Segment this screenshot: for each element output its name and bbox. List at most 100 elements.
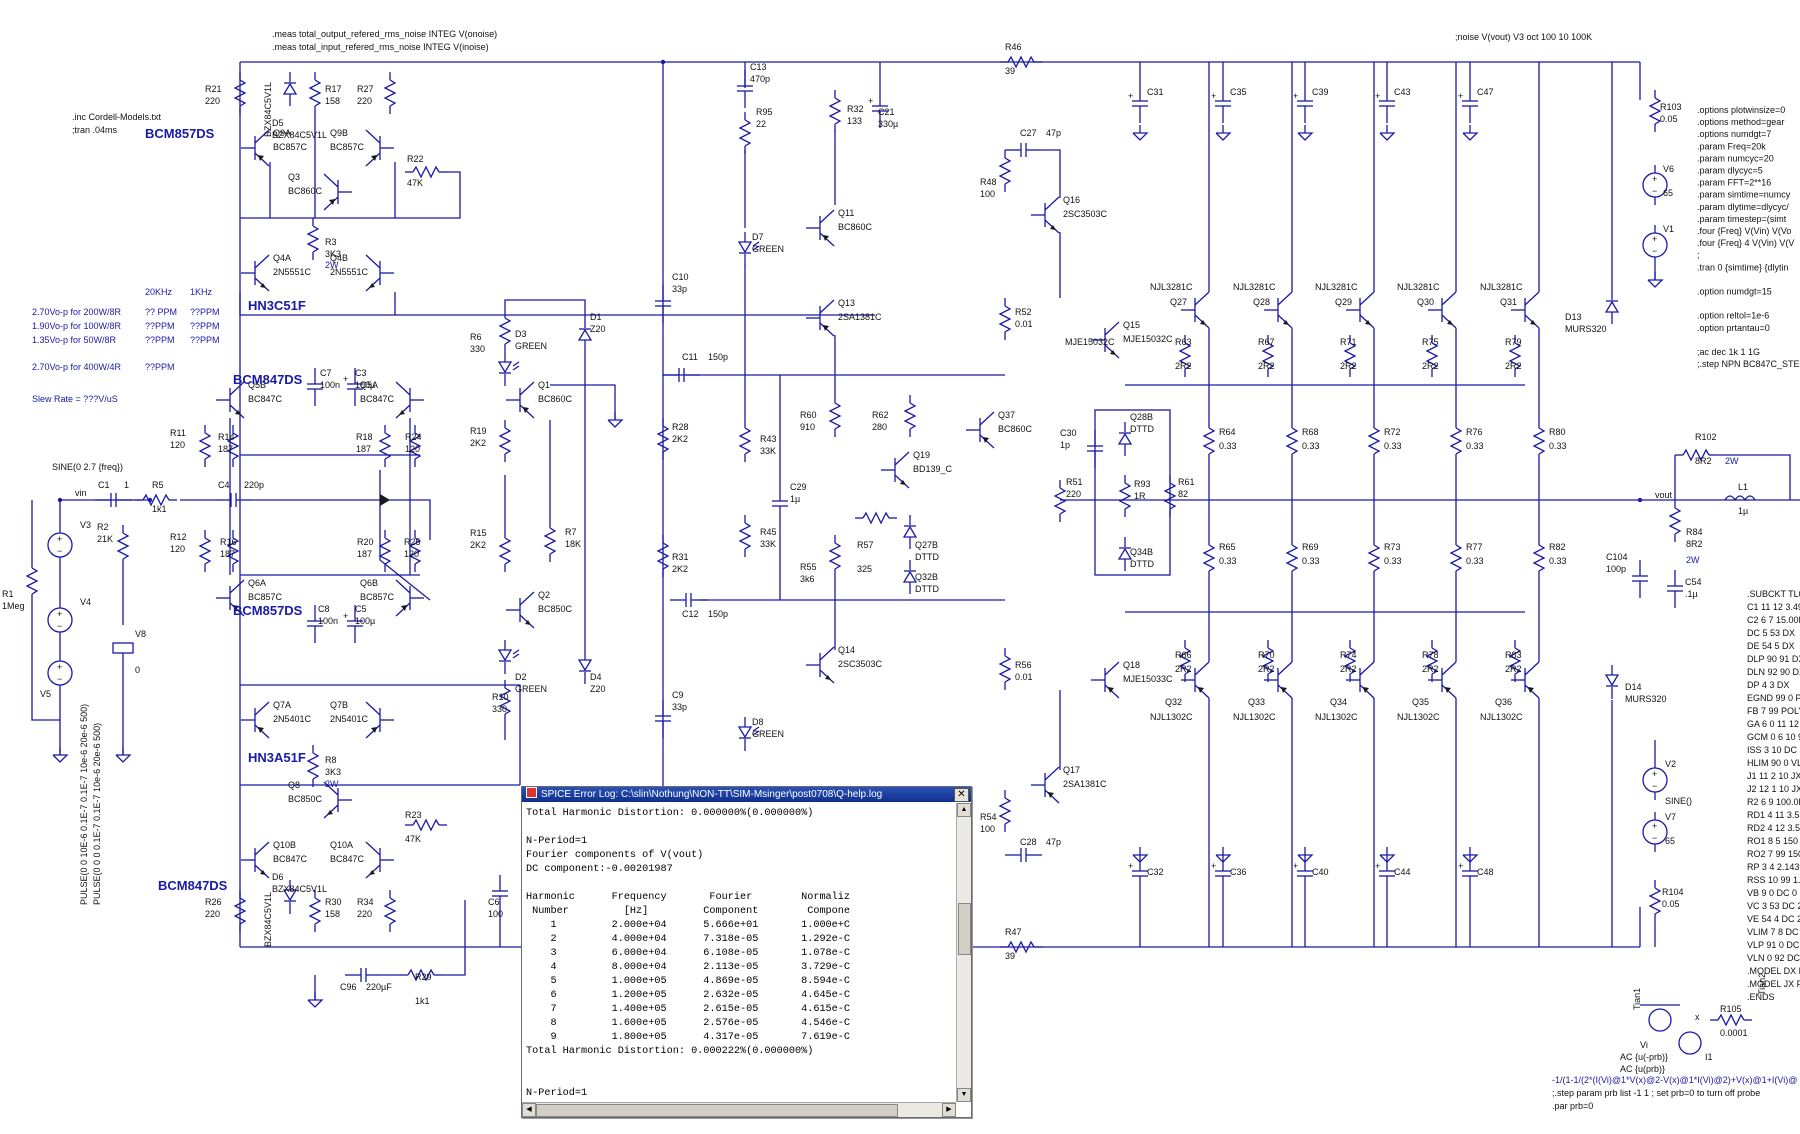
transistor[interactable] <box>1194 291 1210 306</box>
scroll-right-arrow-icon[interactable]: ▶ <box>942 1103 956 1117</box>
resistor[interactable] <box>498 427 512 455</box>
inductor-l1[interactable] <box>1724 495 1756 502</box>
transistor[interactable] <box>323 196 339 211</box>
transistor[interactable] <box>1441 661 1457 676</box>
resistor[interactable] <box>226 432 240 460</box>
voltage-source[interactable] <box>1642 232 1668 258</box>
resistor[interactable] <box>1425 647 1439 675</box>
probe-source-i1[interactable] <box>1678 1031 1702 1055</box>
transistor[interactable] <box>365 724 381 739</box>
transistor[interactable] <box>1044 789 1060 804</box>
battery-v8[interactable] <box>112 642 134 654</box>
voltage-source[interactable] <box>47 607 73 633</box>
resistor[interactable] <box>903 402 917 430</box>
transistor[interactable] <box>254 129 270 144</box>
transistor[interactable] <box>1194 661 1210 676</box>
transistor[interactable] <box>395 381 411 396</box>
resistor[interactable] <box>543 527 557 555</box>
resistor[interactable] <box>378 537 392 565</box>
diode[interactable] <box>497 361 513 374</box>
horizontal-scroll-thumb[interactable] <box>536 1104 898 1117</box>
diode[interactable] <box>1604 300 1620 313</box>
resistor[interactable] <box>226 537 240 565</box>
resistor[interactable] <box>1425 342 1439 370</box>
resistor[interactable] <box>1668 507 1682 535</box>
transistor[interactable] <box>1044 196 1060 211</box>
resistor[interactable] <box>408 537 422 565</box>
transistor[interactable] <box>1277 661 1293 676</box>
transistor[interactable] <box>1524 684 1540 699</box>
voltage-source[interactable] <box>47 660 73 686</box>
resistor[interactable] <box>998 305 1012 333</box>
transistor[interactable] <box>229 602 245 617</box>
diode[interactable] <box>282 82 298 95</box>
transistor[interactable] <box>894 451 910 466</box>
transistor[interactable] <box>254 701 270 716</box>
voltage-source[interactable] <box>47 532 73 558</box>
resistor[interactable] <box>378 432 392 460</box>
resistor[interactable] <box>1508 342 1522 370</box>
resistor[interactable] <box>1202 544 1216 572</box>
log-title-bar[interactable]: SPICE Error Log: C:\slin\Nothung\NON-TT\… <box>522 787 971 802</box>
transistor[interactable] <box>365 129 381 144</box>
vertical-scroll-thumb[interactable] <box>958 903 971 955</box>
resistor[interactable] <box>412 818 440 832</box>
resistor[interactable] <box>306 225 320 253</box>
resistor[interactable] <box>1648 97 1662 125</box>
transistor[interactable] <box>1524 291 1540 306</box>
resistor[interactable] <box>383 897 397 925</box>
diode[interactable] <box>1117 432 1133 445</box>
resistor[interactable] <box>656 542 670 570</box>
transistor[interactable] <box>1104 321 1120 336</box>
transistor[interactable] <box>365 254 381 269</box>
resistor[interactable] <box>1532 544 1546 572</box>
resistor[interactable] <box>1285 544 1299 572</box>
resistor[interactable] <box>1648 887 1662 915</box>
resistor[interactable] <box>998 655 1012 683</box>
transistor[interactable] <box>395 602 411 617</box>
resistor[interactable] <box>1717 1013 1745 1027</box>
resistor[interactable] <box>1343 342 1357 370</box>
transistor[interactable] <box>1044 766 1060 781</box>
transistor[interactable] <box>254 254 270 269</box>
transistor[interactable] <box>1441 291 1457 306</box>
transistor[interactable] <box>1359 291 1375 306</box>
transistor[interactable] <box>1277 684 1293 699</box>
resistor[interactable] <box>1053 487 1067 515</box>
spice-error-log-window[interactable]: SPICE Error Log: C:\slin\Nothung\NON-TT\… <box>521 786 972 1118</box>
transistor[interactable] <box>1104 661 1120 676</box>
transistor[interactable] <box>254 841 270 856</box>
resistor[interactable] <box>1449 427 1463 455</box>
scroll-up-arrow-icon[interactable]: ▲ <box>957 803 971 817</box>
transistor[interactable] <box>365 701 381 716</box>
resistor[interactable] <box>306 752 320 780</box>
resistor[interactable] <box>1118 482 1132 510</box>
resistor[interactable] <box>738 427 752 455</box>
resistor[interactable] <box>498 537 512 565</box>
transistor[interactable] <box>254 152 270 167</box>
transistor[interactable] <box>519 381 535 396</box>
diode[interactable] <box>902 525 918 538</box>
resistor[interactable] <box>738 119 752 147</box>
transistor[interactable] <box>1359 661 1375 676</box>
resistor[interactable] <box>1532 427 1546 455</box>
voltage-source[interactable] <box>1642 767 1668 793</box>
resistor[interactable] <box>738 522 752 550</box>
transistor[interactable] <box>229 579 245 594</box>
transistor[interactable] <box>819 232 835 247</box>
resistor[interactable] <box>498 317 512 345</box>
diode[interactable] <box>497 649 513 662</box>
resistor[interactable] <box>998 797 1012 825</box>
resistor[interactable] <box>828 542 842 570</box>
diode[interactable] <box>737 241 753 254</box>
resistor[interactable] <box>1449 544 1463 572</box>
resistor[interactable] <box>656 425 670 453</box>
transistor[interactable] <box>323 173 339 188</box>
close-button[interactable]: ✕ <box>954 788 969 802</box>
resistor[interactable] <box>1508 647 1522 675</box>
transistor[interactable] <box>365 152 381 167</box>
resistor[interactable] <box>1007 940 1035 954</box>
resistor[interactable] <box>1178 647 1192 675</box>
transistor[interactable] <box>1277 291 1293 306</box>
